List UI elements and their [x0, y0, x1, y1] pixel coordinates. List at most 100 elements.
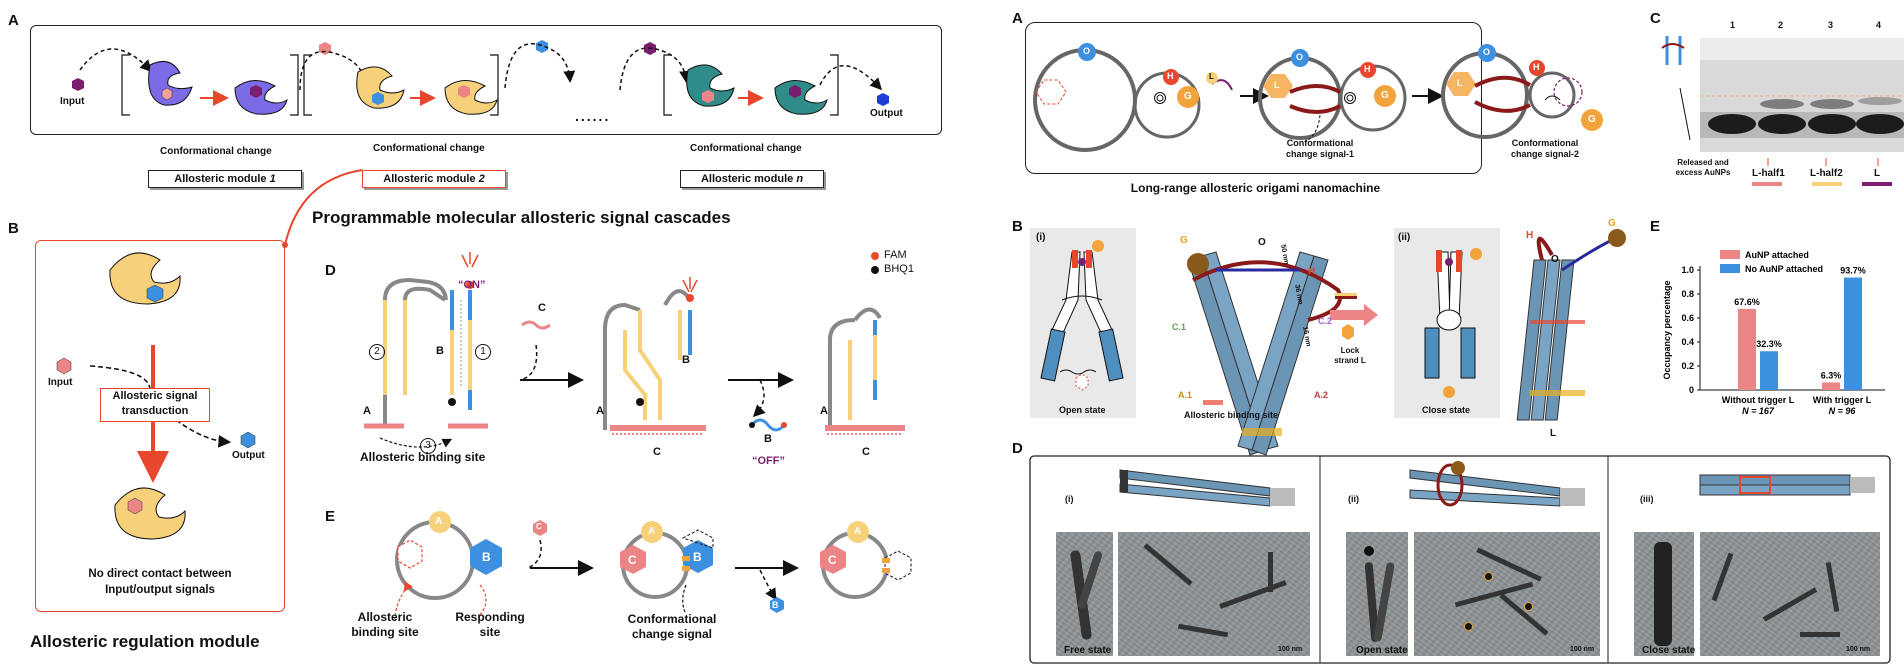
allosteric-module-n: Allosteric module n	[680, 170, 824, 188]
origami-site: Allosteric binding site	[1184, 410, 1279, 420]
origami-i: (i)	[1036, 232, 1046, 243]
panel-label-a-left: A	[8, 12, 19, 29]
tem-close-field	[1700, 532, 1880, 656]
cascade-input-label: Input	[60, 96, 85, 107]
tem-free-field	[1118, 532, 1310, 656]
origami-l: L	[1550, 428, 1557, 439]
allosteric-module-1: Allosteric module 1	[148, 170, 302, 188]
reg-output-label: Output	[232, 450, 265, 461]
cascade-output-label: Output	[870, 108, 903, 119]
nano-g-3: G	[1588, 114, 1596, 125]
output-hexagon	[877, 93, 889, 106]
gel-l-half1: L-half1	[1752, 168, 1785, 179]
origami-g-1: G	[1180, 235, 1188, 246]
hairpin-a-3: A	[820, 405, 828, 417]
reg-input-label: Input	[48, 377, 73, 388]
tem-label-i: (i)	[1065, 494, 1074, 504]
gel-lane-1: 1	[1730, 20, 1736, 30]
legend-swatch-0	[1720, 250, 1740, 259]
legend-fam: FAM	[884, 249, 907, 261]
ring2-c-label: C	[628, 553, 637, 567]
on-label: “ON”	[458, 279, 486, 291]
legend-label-1: No AuNP attached	[1745, 264, 1823, 274]
nano-h-1: H	[1167, 71, 1174, 81]
hairpin-num-3: 3	[420, 438, 436, 454]
nanomachine-box	[1025, 22, 1482, 174]
bar-1-1	[1844, 277, 1862, 390]
nano-g-1: G	[1184, 91, 1192, 102]
category-n-1: N = 96	[1829, 406, 1857, 416]
tem-close-zoom	[1634, 532, 1694, 656]
y-tick-label-3: 0.6	[1681, 313, 1694, 323]
tem-scale-1: 100 nm	[1278, 646, 1303, 653]
nano-o-3: O	[1483, 47, 1491, 57]
nano-h-2: H	[1364, 64, 1371, 74]
conf-change-1: Conformational change	[160, 146, 272, 157]
hairpin-num-2: 2	[369, 344, 385, 360]
panel-label-d-left: D	[325, 262, 336, 279]
ring-c-hex	[620, 545, 646, 574]
ring-b-label: B	[482, 550, 491, 564]
origami-h-1: H	[1308, 266, 1316, 277]
ring-c-input-label: C	[536, 522, 542, 531]
panel-label-e-left: E	[325, 508, 336, 525]
nano-o-2: O	[1296, 52, 1304, 62]
tem-open-field	[1414, 532, 1600, 656]
panel-label-e-right: E	[1650, 218, 1661, 235]
panel-label-b-right: B	[1012, 218, 1023, 235]
hairpin-a-2: A	[596, 405, 604, 417]
panel-label-a-right: A	[1012, 10, 1023, 27]
protein-1a	[148, 60, 193, 106]
ring3-a-label: A	[854, 526, 862, 537]
origami-open-state: Open state	[1059, 405, 1106, 415]
bar-label-1-0: 6.3%	[1821, 370, 1842, 380]
conf-change-2: Conformational change	[373, 143, 485, 154]
tem-free-caption: Free state	[1064, 645, 1112, 656]
gel-l-half2: L-half2	[1810, 168, 1843, 179]
legend-swatch-1	[1720, 264, 1740, 273]
y-tick-label-4: 0.8	[1681, 289, 1694, 299]
panel-label-b-left: B	[8, 220, 19, 237]
reg-caption: Allosteric regulation module	[30, 632, 260, 651]
origami-g-2: G	[1608, 218, 1616, 229]
regulation-module-box	[35, 240, 285, 612]
gel-lane-4: 4	[1876, 20, 1882, 30]
allosteric-module-2: Allosteric module 2	[362, 170, 506, 188]
legend-bhq1: BHQ1	[884, 263, 914, 275]
tem-label-iii: (iii)	[1640, 494, 1654, 504]
reg-input-hex	[56, 357, 72, 375]
origami-close-state: Close state	[1422, 405, 1471, 415]
cascade-title: Programmable molecular allosteric signal…	[312, 208, 731, 227]
nano-h-3: H	[1533, 62, 1540, 72]
origami-c1: C.1	[1172, 322, 1187, 332]
tem-label-ii: (ii)	[1348, 494, 1359, 504]
protein-1b	[234, 80, 288, 115]
category-label-1: With trigger L	[1813, 395, 1872, 405]
input-hexagon	[72, 78, 84, 91]
nano-l-input: L	[1209, 72, 1214, 81]
nano-o-1: O	[1083, 46, 1091, 56]
nano-l-2: L	[1274, 80, 1280, 90]
category-n-0: N = 167	[1742, 406, 1775, 416]
tem-scale-2: 100 nm	[1570, 646, 1595, 653]
gel-l: L	[1874, 168, 1881, 179]
hairpin-a-1: A	[363, 405, 371, 417]
hairpin-b-1: B	[436, 345, 444, 357]
protein-na	[686, 64, 735, 107]
bar-0-0	[1738, 308, 1756, 390]
tem-open-caption: Open state	[1356, 645, 1408, 656]
tem-open-zoom	[1346, 532, 1408, 656]
gel-lane-3: 3	[1828, 20, 1834, 30]
origami-o-1: O	[1258, 237, 1266, 248]
